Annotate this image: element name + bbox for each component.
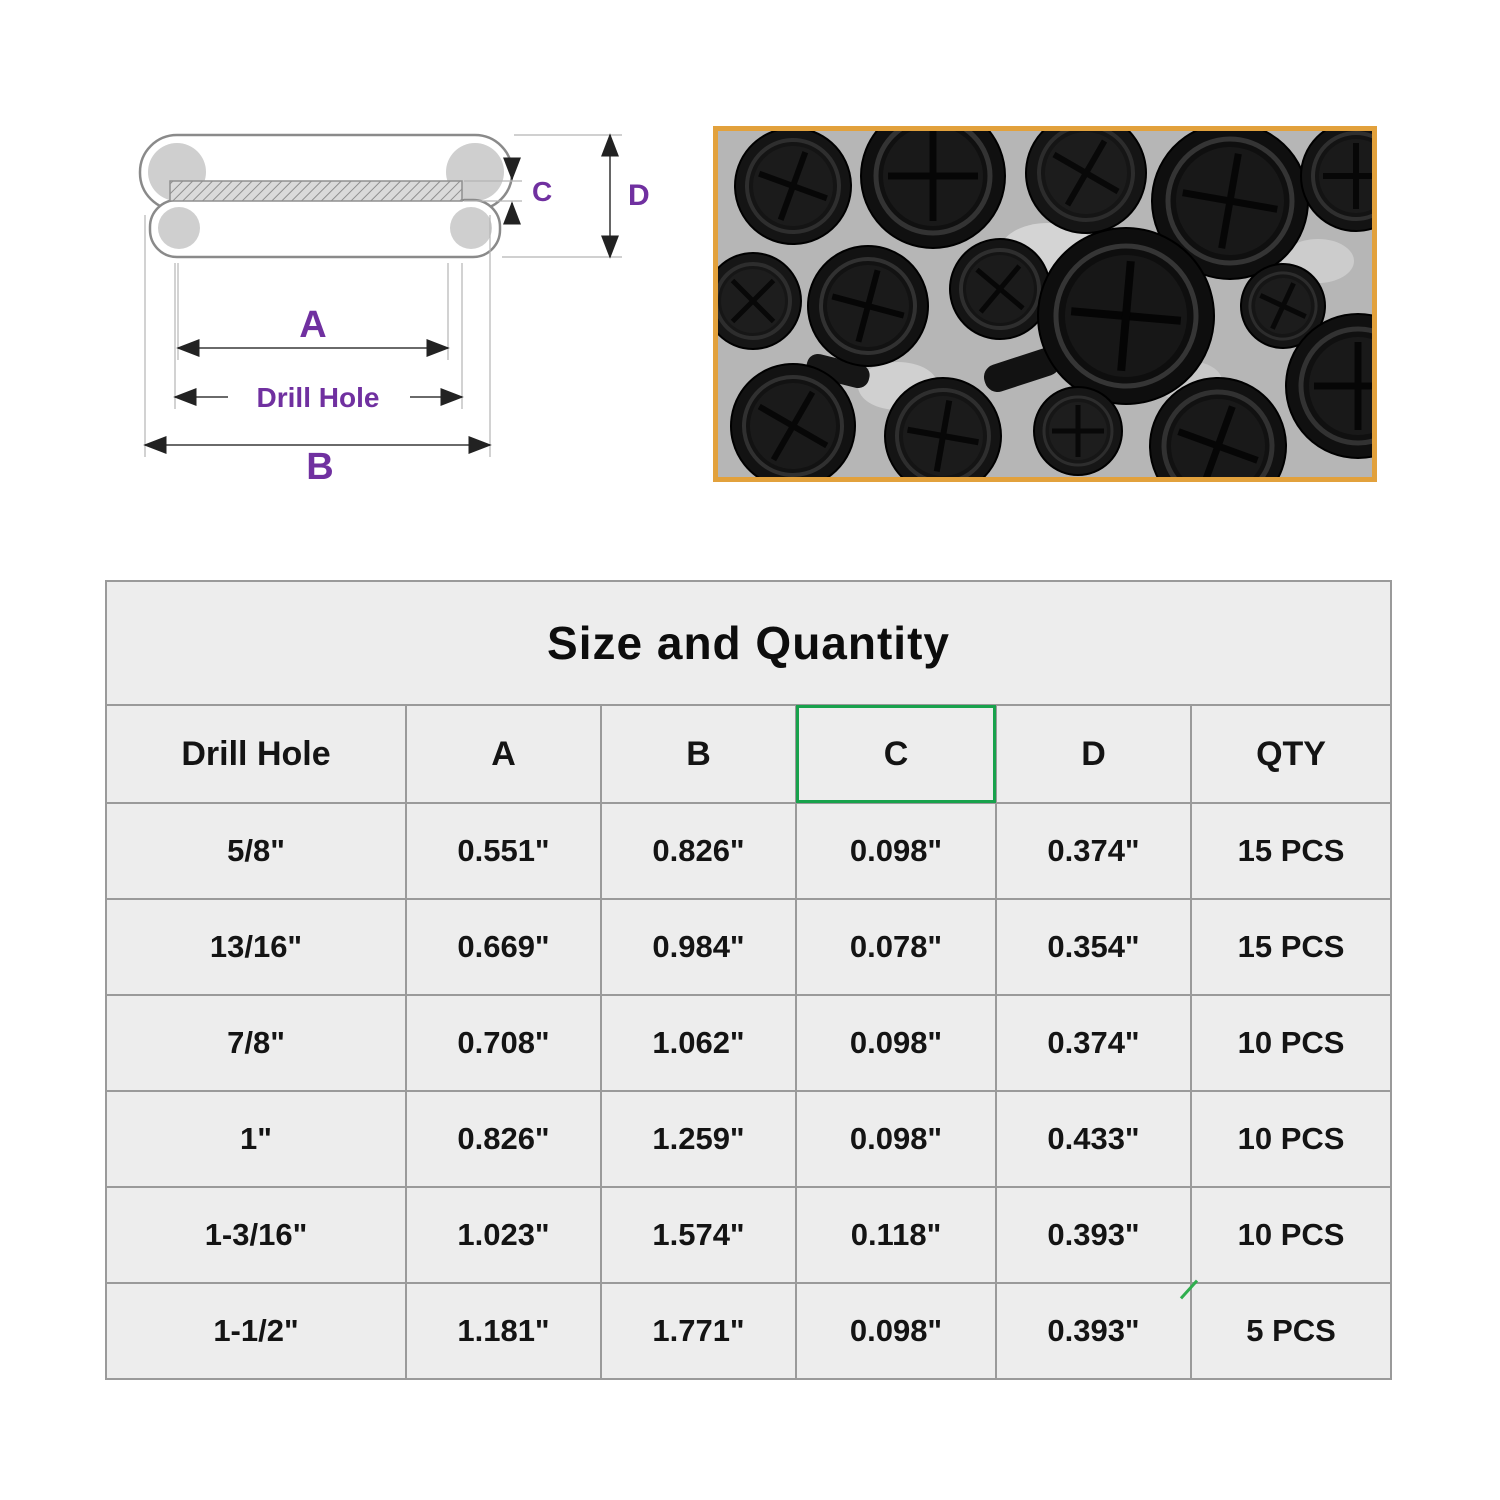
table-row: 1" 0.826" 1.259" 0.098" 0.433" 10 PCS [105, 1090, 1393, 1188]
table-cell: 1.259" [600, 1090, 797, 1188]
column-header-c: C [795, 704, 997, 804]
dim-label-a: A [299, 304, 326, 346]
table-cell: 1.181" [405, 1282, 602, 1380]
table-cell: 0.374" [995, 994, 1192, 1092]
size-quantity-table: Size and Quantity Drill Hole A B C D QTY… [104, 580, 1393, 1380]
size-quantity-section: Size and Quantity Drill Hole A B C D QTY… [104, 580, 1393, 1380]
table-row: 5/8" 0.551" 0.826" 0.098" 0.374" 15 PCS [105, 802, 1393, 900]
grommets-photo [713, 126, 1377, 482]
table-cell: 0.984" [600, 898, 797, 996]
table-cell: 0.098" [795, 1090, 997, 1188]
table-cell: 1.023" [405, 1186, 602, 1284]
table-cell: 10 PCS [1189, 1186, 1393, 1284]
table-cell: 15 PCS [1189, 898, 1393, 996]
column-header-drill-hole: Drill Hole [105, 704, 407, 804]
table-cell: 0.433" [995, 1090, 1192, 1188]
table-cell: 1-1/2" [105, 1282, 407, 1380]
column-header-d: D [995, 704, 1192, 804]
table-cell: 0.393" [995, 1282, 1192, 1380]
column-header-b: B [600, 704, 797, 804]
grommet-dimension-diagram: A Drill Hole B C D [138, 133, 650, 488]
table-cell: 5/8" [105, 802, 407, 900]
table-cell: 0.118" [795, 1186, 997, 1284]
table-cell: 1-3/16" [105, 1186, 407, 1284]
table-cell: 5 PCS [1189, 1282, 1393, 1380]
dim-label-drill-hole: Drill Hole [257, 382, 380, 413]
table-cell: 0.826" [405, 1090, 602, 1188]
table-row: 1-1/2" 1.181" 1.771" 0.098" 0.393" 5 PCS [105, 1282, 1393, 1380]
table-cell: 10 PCS [1189, 994, 1393, 1092]
dim-label-c: C [532, 176, 552, 207]
column-header-qty: QTY [1189, 704, 1393, 804]
table-cell: 7/8" [105, 994, 407, 1092]
table-cell: 13/16" [105, 898, 407, 996]
grommet-cross-section [138, 133, 514, 259]
table-title: Size and Quantity [104, 580, 1393, 706]
table-row: 1-3/16" 1.023" 1.574" 0.118" 0.393" 10 P… [105, 1186, 1393, 1284]
table-header-row: Drill Hole A B C D QTY [105, 704, 1393, 804]
table-cell: 0.374" [995, 802, 1192, 900]
table-cell: 0.826" [600, 802, 797, 900]
table-cell: 1" [105, 1090, 407, 1188]
table-cell: 1.062" [600, 994, 797, 1092]
panel-hatch [169, 180, 463, 202]
table-cell: 15 PCS [1189, 802, 1393, 900]
column-header-a: A [405, 704, 602, 804]
table-cell: 0.098" [795, 994, 997, 1092]
dimension-lines [143, 133, 619, 454]
table-cell: 10 PCS [1189, 1090, 1393, 1188]
table-cell: 0.354" [995, 898, 1192, 996]
table-cell: 0.669" [405, 898, 602, 996]
grommet-pile [718, 131, 1372, 477]
table-row: 7/8" 0.708" 1.062" 0.098" 0.374" 10 PCS [105, 994, 1393, 1092]
table-cell: 0.078" [795, 898, 997, 996]
table-cell: 0.098" [795, 802, 997, 900]
table-cell: 1.574" [600, 1186, 797, 1284]
table-cell: 0.098" [795, 1282, 997, 1380]
table-cell: 0.551" [405, 802, 602, 900]
table-cell: 0.708" [405, 994, 602, 1092]
table-row: 13/16" 0.669" 0.984" 0.078" 0.354" 15 PC… [105, 898, 1393, 996]
table-cell: 0.393" [995, 1186, 1192, 1284]
table-cell: 1.771" [600, 1282, 797, 1380]
table-title-row: Size and Quantity [104, 580, 1393, 706]
dim-label-b: B [306, 446, 333, 488]
dim-label-d: D [628, 179, 650, 212]
